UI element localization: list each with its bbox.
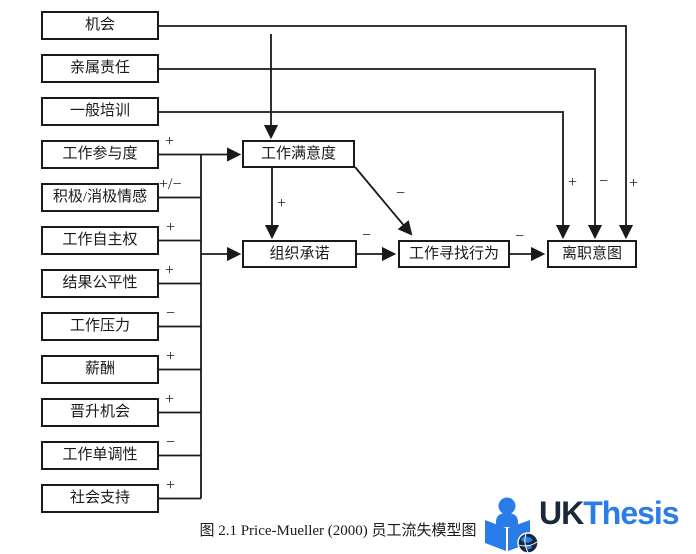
sign-satisfaction-commitment: + <box>277 195 287 212</box>
box-routinization: 工作单调性 <box>41 441 159 470</box>
logo-uk-text: UK <box>539 495 584 531</box>
sign-kinship-intent: − <box>599 173 609 190</box>
sign-justice: + <box>165 262 175 279</box>
box-affect: 积极/消极情感 <box>41 183 159 212</box>
figure-caption: 图 2.1 Price-Mueller (2000) 员工流失模型图 <box>199 523 477 539</box>
box-support: 社会支持 <box>41 484 159 513</box>
box-commitment: 组织承诺 <box>242 240 357 268</box>
sign-support: + <box>166 477 176 494</box>
box-search: 工作寻找行为 <box>398 240 510 268</box>
arrow-training-to-intent <box>159 111 571 240</box>
box-autonomy: 工作自主权 <box>41 226 159 255</box>
sign-promotion: + <box>165 391 175 408</box>
ukthesis-logo: UKThesis <box>482 487 696 554</box>
reader-open-book-globe-icon <box>485 497 539 554</box>
sign-opportunity-intent: + <box>629 175 639 192</box>
sign-pay: + <box>166 348 176 365</box>
box-justice: 结果公平性 <box>41 269 159 298</box>
box-intent: 离职意图 <box>547 240 637 268</box>
sign-participation: + <box>165 133 175 150</box>
sign-commitment-search: − <box>362 227 372 244</box>
logo-thesis-text: Thesis <box>583 495 679 531</box>
sign-affect: +/− <box>159 176 182 193</box>
sign-training-intent: + <box>568 174 578 191</box>
sign-satisfaction-search: − <box>396 185 406 202</box>
arrow-kinship-to-intent <box>159 68 603 240</box>
sign-routinization: − <box>166 434 176 451</box>
box-satisfaction: 工作满意度 <box>242 140 355 168</box>
box-pay: 薪酬 <box>41 355 159 384</box>
box-participation: 工作参与度 <box>41 140 159 169</box>
sign-autonomy: + <box>166 219 176 236</box>
arrow-satisfaction-to-search <box>354 166 413 236</box>
box-kinship: 亲属责任 <box>41 54 159 83</box>
box-promotion: 晋升机会 <box>41 398 159 427</box>
box-opportunity: 机会 <box>41 11 159 40</box>
sign-stress: − <box>166 305 176 322</box>
ukthesis-wordmark: UKThesis <box>539 495 680 531</box>
box-training: 一般培训 <box>41 97 159 126</box>
arrow-opportunity-to-intent <box>159 25 634 240</box>
sign-search-intent: − <box>515 228 525 245</box>
box-stress: 工作压力 <box>41 312 159 341</box>
